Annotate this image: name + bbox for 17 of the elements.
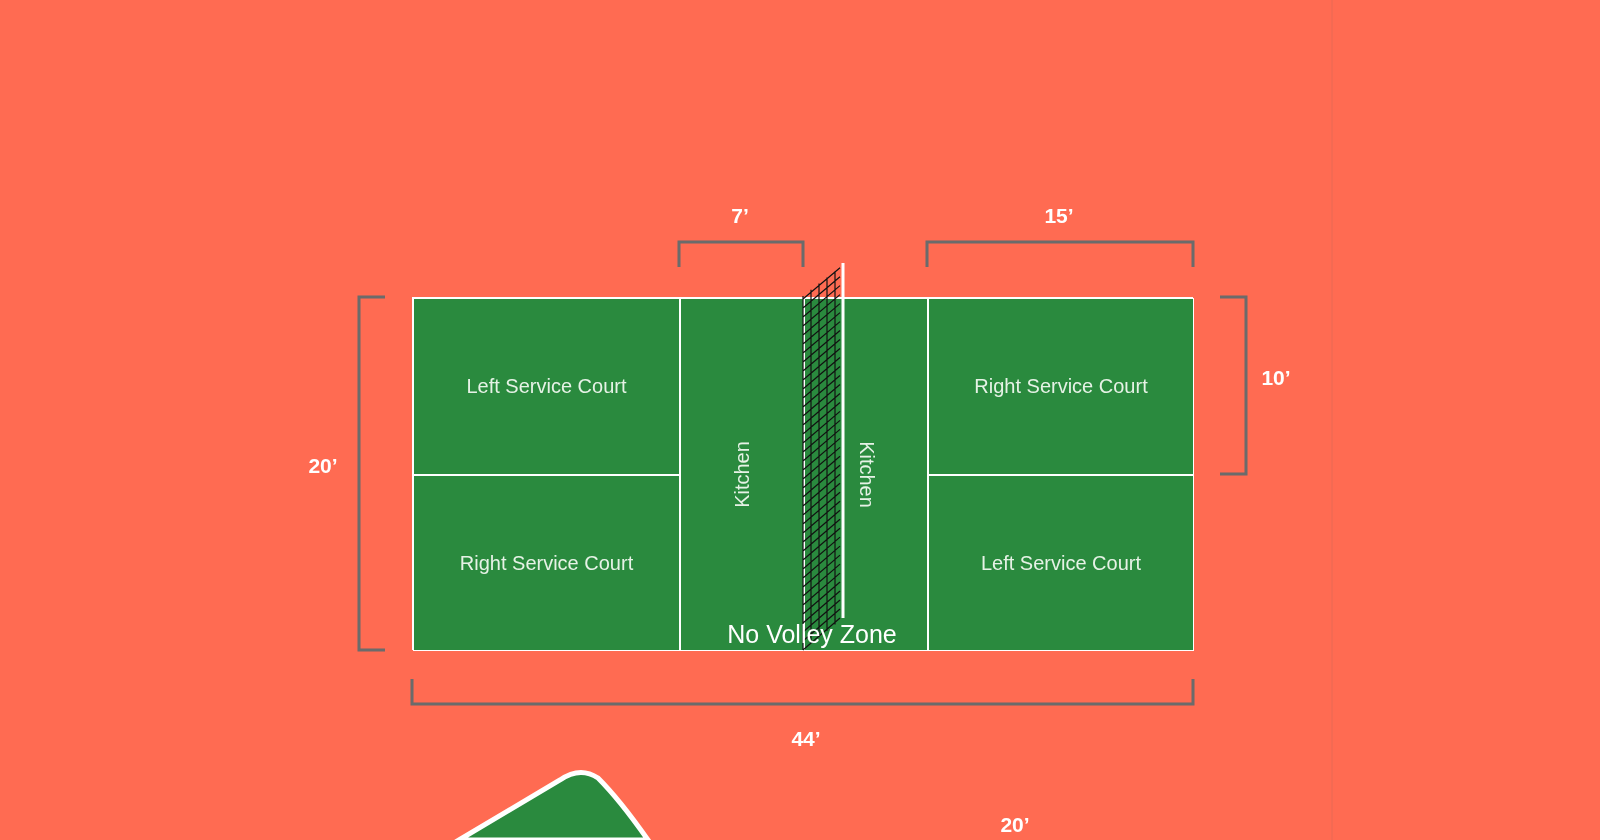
- area-label: Kitchen: [730, 441, 754, 508]
- dimension-label: 15’: [1044, 204, 1074, 228]
- dimension-label: 44’: [791, 727, 821, 751]
- court-area: [928, 298, 1194, 475]
- area-label: Left Service Court: [466, 375, 627, 398]
- area-label: Right Service Court: [974, 375, 1148, 398]
- dimension-label: 20’: [308, 454, 338, 478]
- area-label: Left Service Court: [980, 551, 1142, 575]
- dimension-label: 10’: [1261, 366, 1291, 390]
- dimension-label: 7’: [731, 204, 749, 228]
- court-outline: [412, 297, 1193, 650]
- dimension-label: 20’: [1000, 813, 1030, 837]
- court-area: [413, 298, 680, 475]
- area-label: Right Service Court: [459, 551, 634, 575]
- area-label: Kitchen: [854, 441, 878, 508]
- court-area: [928, 475, 1194, 651]
- court-area: [413, 475, 680, 651]
